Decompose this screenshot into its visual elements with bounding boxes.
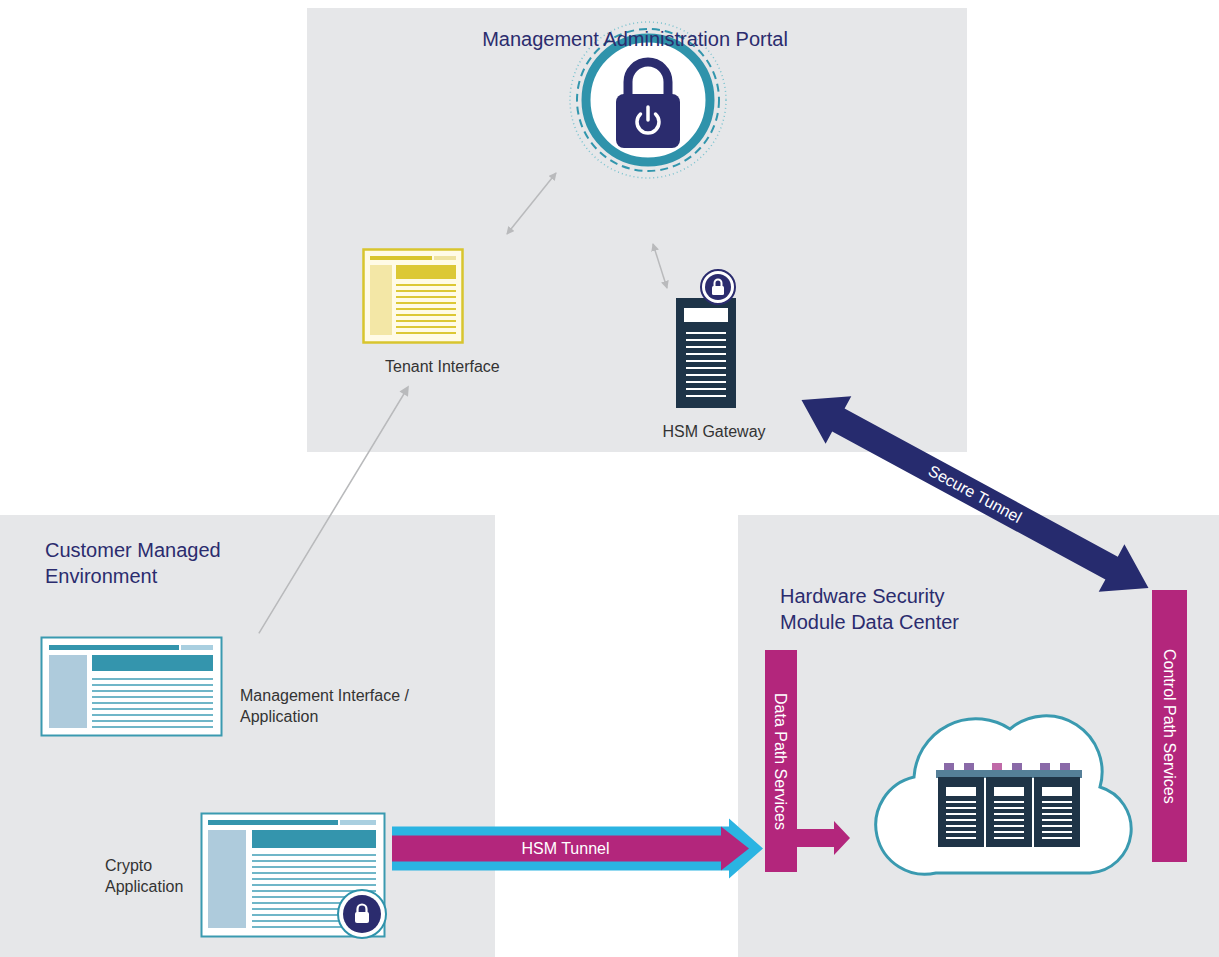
secure-tunnel-arrow (802, 396, 1149, 592)
graphic-rect (944, 763, 954, 771)
panel-heading: Management Administration Portal (307, 26, 963, 52)
graphic-rect (684, 308, 728, 322)
graphic-rect (49, 655, 87, 728)
hsm-tunnel-arrow (392, 819, 763, 879)
graphic-rect (208, 820, 338, 825)
graphic-path (715, 280, 722, 288)
hsm-cloud-illustration (738, 515, 1219, 957)
graphic-rect (686, 332, 726, 400)
gateway-server-icon (664, 270, 754, 420)
graphic-rect (252, 830, 376, 848)
graphic-path (358, 905, 367, 914)
tunnel-label: HSM Tunnel (521, 839, 609, 858)
graphic-rect (208, 830, 246, 928)
link-line (258, 386, 409, 634)
hsm-servers (936, 763, 1082, 847)
graphic-rect (992, 763, 1002, 771)
graphic-rect (1040, 763, 1050, 771)
graphic-rect (986, 777, 1032, 847)
graphic-circle (343, 895, 381, 933)
management-window-icon (40, 636, 224, 738)
panel-heading: Customer Managed Environment (45, 537, 260, 589)
graphic-rect (181, 645, 213, 650)
graphic-rect (355, 912, 369, 923)
link-arrow (507, 173, 556, 234)
graphic-circle (701, 270, 735, 304)
customer-panel: Customer Managed Environment Management … (0, 515, 495, 957)
data-path-band: Data Path Services (765, 650, 797, 872)
graphic-rect (202, 814, 385, 937)
portal-lock-illustration (307, 8, 963, 452)
link-arrow (653, 244, 667, 288)
graphic-rect (1034, 777, 1080, 847)
node-label: Management Interface / Application (240, 686, 445, 728)
crypto-app: Crypto Application (100, 808, 390, 943)
hsm-tunnel-arrow-shape (392, 819, 763, 879)
graphic-rect (42, 638, 222, 736)
graphic-rect (1012, 763, 1022, 771)
graphic-rect (712, 286, 724, 295)
link-line-shape (258, 386, 409, 634)
node-label: Crypto Application (105, 856, 197, 898)
graphic-rect (938, 777, 984, 847)
hsm-tunnel-arrow-shape (392, 827, 749, 871)
graphic-rect (364, 250, 463, 343)
graphic-rect (946, 801, 976, 841)
graphic-rect (92, 655, 213, 671)
cloud-outline (876, 716, 1131, 874)
management-app: Management Interface / Application (40, 636, 450, 756)
hsm-datacenter-panel: Hardware Security Module Data CenterData… (738, 515, 1219, 957)
tenant-interface: Tenant Interface (355, 245, 540, 383)
tenant-window-icon (362, 248, 464, 344)
portal-panel: Management Administration Portal Tenant … (307, 8, 967, 452)
graphic-rect (396, 284, 456, 334)
graphic-rect (994, 801, 1024, 841)
graphic-rect (676, 298, 736, 408)
control-path-band: Control Path Services (1152, 590, 1187, 862)
lock-ring (586, 38, 710, 162)
graphic-rect (936, 770, 1082, 778)
graphic-rect (1042, 801, 1072, 841)
lock-shackle (628, 62, 668, 98)
graphic-rect (1042, 787, 1072, 796)
graphic-rect (434, 256, 456, 260)
graphic-rect (370, 256, 432, 260)
graphic-rect (49, 645, 179, 650)
secure-tunnel-arrow-shape (802, 396, 1149, 592)
panel-heading: Hardware Security Module Data Center (780, 583, 990, 635)
band-label: Data Path Services (771, 693, 790, 830)
graphic-rect (964, 763, 974, 771)
graphic-rect (92, 678, 213, 728)
hsm-gateway: HSM Gateway (634, 270, 798, 448)
crypto-window-icon (200, 812, 390, 942)
data-path-arrow (797, 821, 850, 855)
dashed-ring (577, 29, 719, 171)
graphic-circle (705, 274, 731, 300)
graphic-rect (396, 265, 456, 279)
graphic-rect (370, 265, 392, 335)
graphic-rect (946, 787, 976, 796)
graphic-rect (1060, 763, 1070, 771)
graphic-circle (338, 890, 386, 938)
band-label: Control Path Services (1160, 649, 1179, 804)
lock-body (616, 94, 680, 148)
node-label: HSM Gateway (634, 422, 794, 443)
graphic-rect (994, 787, 1024, 796)
node-label: Tenant Interface (385, 357, 535, 378)
power-symbol (646, 107, 650, 120)
graphic-rect (340, 820, 376, 825)
